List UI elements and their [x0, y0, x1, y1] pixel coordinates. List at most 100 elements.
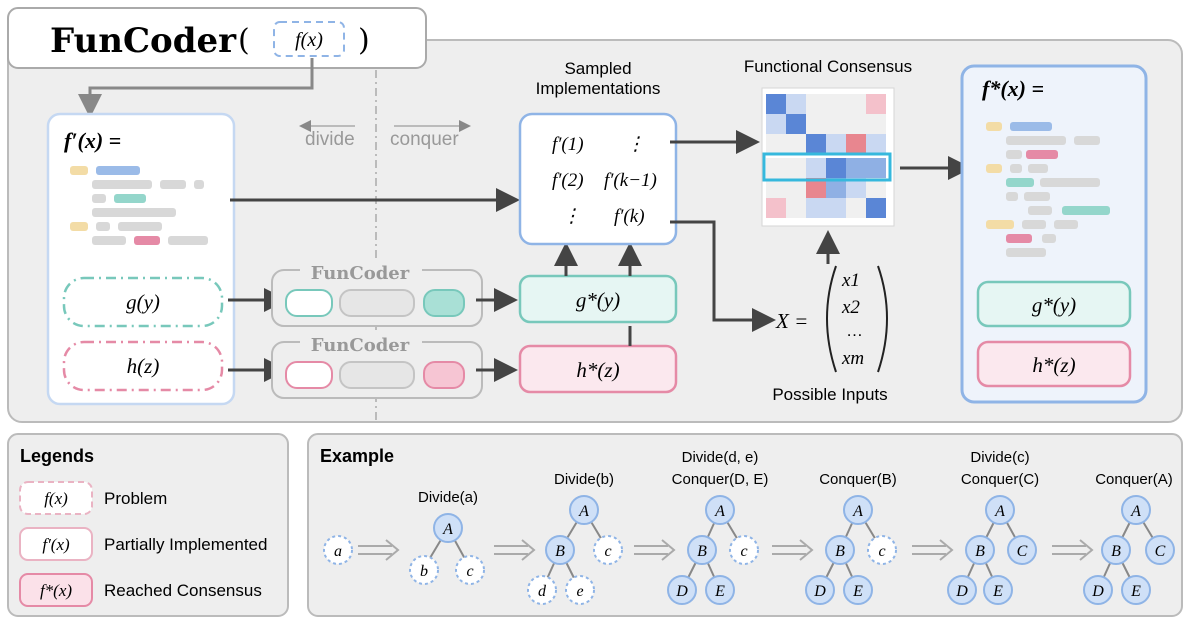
sampled-dots-top: ⋮ — [626, 134, 645, 155]
step4-node-c: c — [878, 543, 885, 560]
title-arg-box — [273, 21, 345, 57]
input-x2: x2 — [841, 297, 860, 318]
step6-node-D: D — [1091, 583, 1104, 600]
funcoder-module-g-label-bg — [300, 260, 422, 280]
matrix-cell — [766, 114, 786, 134]
step6-node-A: A — [1130, 503, 1141, 520]
step5-node-A-circle — [985, 495, 1015, 525]
step1-node-A: A — [442, 521, 453, 538]
step3-node-B: B — [697, 543, 707, 560]
step4-node-B: B — [835, 543, 845, 560]
matrix-cell — [766, 198, 786, 218]
inputs-X-label: X = — [775, 309, 808, 333]
step1-node-A-circle — [433, 513, 463, 543]
g-label: g(y) — [126, 290, 160, 314]
step5-node-C-circle — [1007, 535, 1037, 565]
sampled-dots-left: ⋮ — [562, 206, 581, 227]
step2-node-d-circle — [527, 575, 557, 605]
step-arrow — [634, 539, 676, 561]
funcoder-module-h-label-bg — [300, 332, 422, 352]
example-node-a: a — [334, 543, 342, 560]
sampled-f1: f′(1) — [552, 134, 584, 155]
legend-partial-symbol: f′(x) — [42, 535, 70, 554]
result-gstar-label: g*(y) — [1032, 293, 1076, 317]
legend-problem-symbol: f(x) — [44, 489, 68, 508]
matrix-cell — [826, 178, 846, 198]
matrix-cell — [866, 94, 886, 114]
step-arrow — [1052, 539, 1094, 561]
sampled-implementations-box — [518, 112, 678, 246]
example-title: Example — [320, 446, 394, 466]
step3-node-D: D — [675, 583, 688, 600]
funcoder-h-partial-pill — [285, 361, 333, 389]
input-xm: xm — [841, 348, 864, 369]
input-dots: … — [846, 321, 863, 340]
sampled-to-inputs-arrow — [670, 220, 776, 332]
step3-node-B-circle — [687, 535, 717, 565]
step4-node-D-circle — [805, 575, 835, 605]
gstar-label: g*(y) — [576, 288, 620, 312]
legends-panel — [7, 433, 289, 617]
step1-node-c: c — [466, 563, 473, 580]
funcoder-g-partial-pill — [285, 289, 333, 317]
sampled-fk: f′(k) — [614, 206, 645, 227]
matrix-cell — [866, 158, 886, 178]
step3-node-A: A — [714, 503, 725, 520]
gstar-box — [518, 274, 678, 324]
funcoder-g-consensus-pill — [423, 289, 465, 317]
result-code-lines — [986, 122, 1110, 257]
step1-node-c-circle — [455, 555, 485, 585]
title-arg: f(x) — [295, 29, 323, 51]
input-x1: x1 — [841, 270, 860, 291]
step6-node-E-circle — [1121, 575, 1151, 605]
matrix-cell — [766, 178, 786, 198]
step-arrow — [494, 539, 536, 561]
result-gstar-box — [976, 280, 1132, 328]
consensus-highlight-row — [762, 152, 892, 182]
legend-consensus-swatch — [19, 573, 93, 607]
sampled-title-2: Implementations — [536, 79, 661, 98]
matrix-cell — [786, 158, 806, 178]
result-box-title: f*(x) = — [982, 76, 1044, 101]
step6-node-B-circle — [1101, 535, 1131, 565]
matrix-cell — [786, 178, 806, 198]
title-funcoder: FunCoder — [50, 21, 237, 61]
result-hstar-box — [976, 340, 1132, 388]
matrix-cell — [866, 114, 886, 134]
step6-node-C-circle — [1145, 535, 1175, 565]
step4-node-E-circle — [843, 575, 873, 605]
step2-node-B-circle — [545, 535, 575, 565]
h-function-box — [62, 340, 224, 392]
hstar-label: h*(z) — [576, 358, 619, 382]
step3-node-E: E — [714, 583, 725, 600]
legend-consensus-label: Reached Consensus — [104, 581, 262, 600]
matrix-cell — [846, 94, 866, 114]
step5-node-C: C — [1017, 543, 1028, 560]
matrix-cell — [866, 178, 886, 198]
hstar-box — [518, 344, 678, 394]
sampled-f2: f′(2) — [552, 170, 584, 191]
step5-node-E-circle — [983, 575, 1013, 605]
matrix-cell — [786, 134, 806, 154]
step2-node-A-circle — [569, 495, 599, 525]
step4-node-A: A — [852, 503, 863, 520]
example-panel — [307, 433, 1183, 617]
step3-node-c-circle — [729, 535, 759, 565]
step4-node-E: E — [852, 583, 863, 600]
step2-node-e-circle — [565, 575, 595, 605]
step4-node-D: D — [813, 583, 826, 600]
step2-node-e: e — [576, 583, 583, 600]
inputs-right-paren — [877, 265, 888, 373]
step2-caption: Divide(b) — [554, 471, 614, 488]
step3-node-D-circle — [667, 575, 697, 605]
step3-node-c: c — [740, 543, 747, 560]
step5-node-B: B — [975, 543, 985, 560]
step3-node-A-circle — [705, 495, 735, 525]
step2-node-A: A — [578, 503, 589, 520]
title-close-paren: ) — [358, 23, 370, 58]
matrix-cell — [846, 134, 866, 154]
matrix-cell — [806, 158, 826, 178]
matrix-cell — [766, 158, 786, 178]
example-node-a-circle — [323, 535, 353, 565]
